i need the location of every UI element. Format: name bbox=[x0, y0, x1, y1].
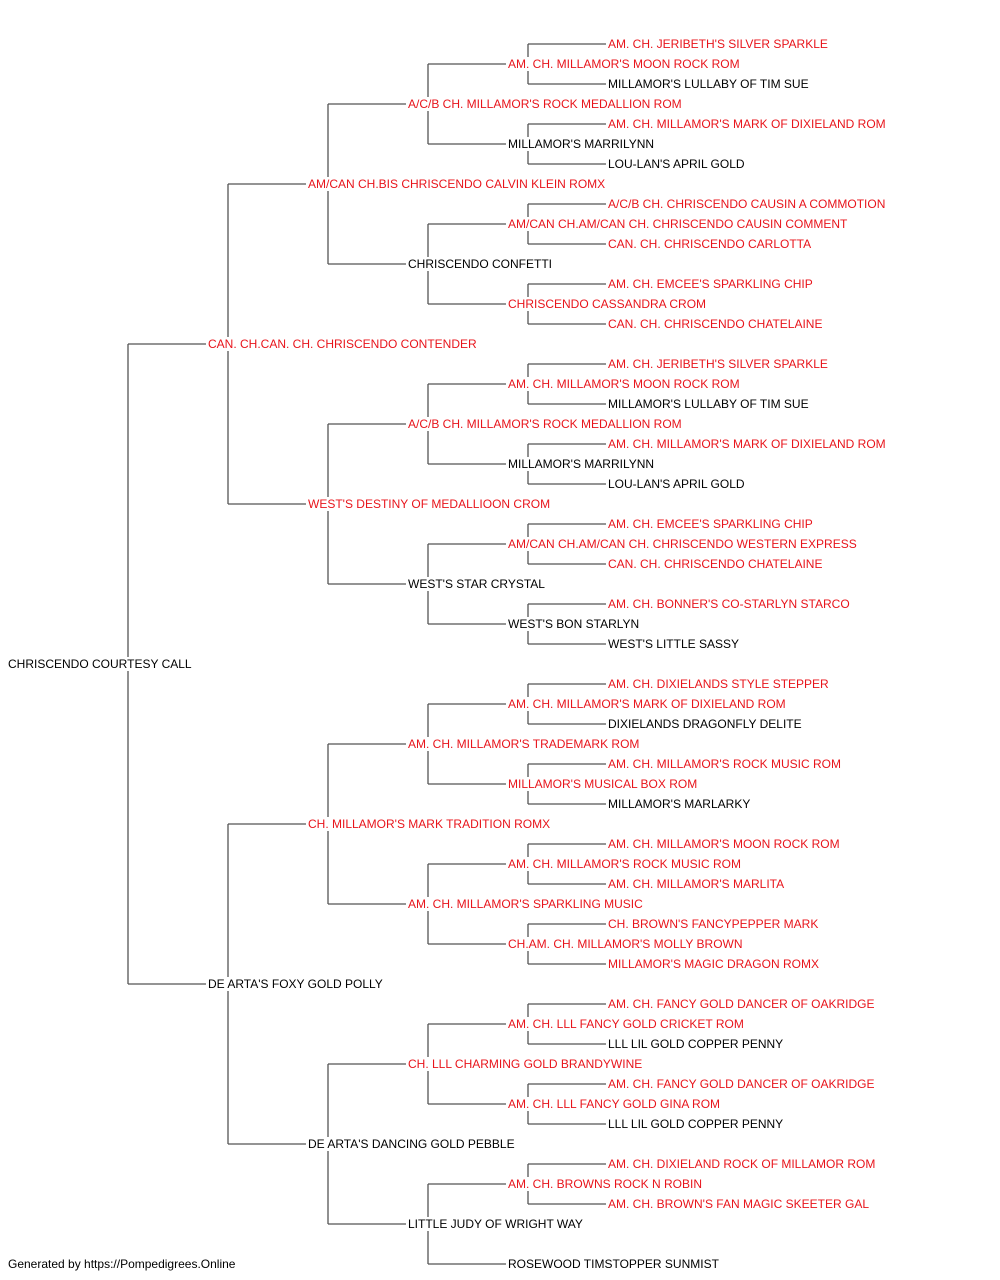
pedigree-node-gen5-sire: AM. CH. MILLAMOR'S MARK OF DIXIELAND ROM bbox=[606, 437, 888, 451]
pedigree-node-gen5-dam: CAN. CH. CHRISCENDO CHATELAINE bbox=[606, 557, 825, 571]
pedigree-node-gen5-dam: AM. CH. MILLAMOR'S MARLITA bbox=[606, 877, 787, 891]
pedigree-node-gen4-sire: AM. CH. BROWNS ROCK N ROBIN bbox=[506, 1177, 705, 1191]
pedigree-node-gen5-sire: CH. BROWN'S FANCYPEPPER MARK bbox=[606, 917, 821, 931]
pedigree-node-gen5-sire: AM. CH. EMCEE'S SPARKLING CHIP bbox=[606, 517, 815, 531]
pedigree-node-gen4-dam: ROSEWOOD TIMSTOPPER SUNMIST bbox=[506, 1257, 721, 1271]
pedigree-node-gen4-sire: AM/CAN CH.AM/CAN CH. CHRISCENDO WESTERN … bbox=[506, 537, 859, 551]
pedigree-node-gen5-sire: AM. CH. DIXIELANDS STYLE STEPPER bbox=[606, 677, 831, 691]
pedigree-node-gen4-dam: WEST'S BON STARLYN bbox=[506, 617, 642, 631]
pedigree-node-gen3-sire: A/C/B CH. MILLAMOR'S ROCK MEDALLION ROM bbox=[406, 97, 684, 111]
pedigree-node-gen1-dam: DE ARTA'S FOXY GOLD POLLY bbox=[206, 977, 385, 991]
pedigree-node-gen3-sire: A/C/B CH. MILLAMOR'S ROCK MEDALLION ROM bbox=[406, 417, 684, 431]
pedigree-node-gen2-dam: DE ARTA'S DANCING GOLD PEBBLE bbox=[306, 1137, 517, 1151]
pedigree-node-gen5-dam: MILLAMOR'S LULLABY OF TIM SUE bbox=[606, 77, 811, 91]
pedigree-node-gen5-dam: LOU-LAN'S APRIL GOLD bbox=[606, 157, 747, 171]
pedigree-node-gen5-dam: WEST'S LITTLE SASSY bbox=[606, 637, 741, 651]
pedigree-node-gen5-dam: LOU-LAN'S APRIL GOLD bbox=[606, 477, 747, 491]
pedigree-node-gen5-dam: AM. CH. BROWN'S FAN MAGIC SKEETER GAL bbox=[606, 1197, 871, 1211]
pedigree-node-gen5-dam: MILLAMOR'S MAGIC DRAGON ROMX bbox=[606, 957, 821, 971]
pedigree-node-gen3-dam: LITTLE JUDY OF WRIGHT WAY bbox=[406, 1217, 585, 1231]
pedigree-node-gen4-sire: AM/CAN CH.AM/CAN CH. CHRISCENDO CAUSIN C… bbox=[506, 217, 850, 231]
pedigree-node-gen4-sire: AM. CH. MILLAMOR'S MOON ROCK ROM bbox=[506, 377, 742, 391]
pedigree-node-gen2-sire: CH. MILLAMOR'S MARK TRADITION ROMX bbox=[306, 817, 553, 831]
pedigree-node-gen5-dam: LLL LIL GOLD COPPER PENNY bbox=[606, 1117, 786, 1131]
pedigree-node-gen4-sire: AM. CH. LLL FANCY GOLD CRICKET ROM bbox=[506, 1017, 746, 1031]
pedigree-node-gen5-sire: AM. CH. DIXIELAND ROCK OF MILLAMOR ROM bbox=[606, 1157, 878, 1171]
pedigree-node-gen5-dam: DIXIELANDS DRAGONFLY DELITE bbox=[606, 717, 804, 731]
pedigree-node-gen5-dam: LLL LIL GOLD COPPER PENNY bbox=[606, 1037, 786, 1051]
pedigree-node-gen3-dam: CHRISCENDO CONFETTI bbox=[406, 257, 554, 271]
pedigree-node-gen5-sire: AM. CH. JERIBETH'S SILVER SPARKLE bbox=[606, 37, 830, 51]
pedigree-node-gen5-sire: AM. CH. JERIBETH'S SILVER SPARKLE bbox=[606, 357, 830, 371]
pedigree-node-gen5-sire: AM. CH. BONNER'S CO-STARLYN STARCO bbox=[606, 597, 852, 611]
pedigree-node-gen5-dam: MILLAMOR'S LULLABY OF TIM SUE bbox=[606, 397, 811, 411]
pedigree-node-gen5-sire: AM. CH. FANCY GOLD DANCER OF OAKRIDGE bbox=[606, 997, 877, 1011]
pedigree-node-gen5-sire: AM. CH. FANCY GOLD DANCER OF OAKRIDGE bbox=[606, 1077, 877, 1091]
pedigree-node-gen3-dam: AM. CH. MILLAMOR'S SPARKLING MUSIC bbox=[406, 897, 645, 911]
pedigree-node-gen4-dam: MILLAMOR'S MARRILYNN bbox=[506, 137, 657, 151]
pedigree-node-gen5-dam: CAN. CH. CHRISCENDO CHATELAINE bbox=[606, 317, 825, 331]
pedigree-node-gen4-dam: MILLAMOR'S MUSICAL BOX ROM bbox=[506, 777, 700, 791]
pedigree-node-gen5-sire: A/C/B CH. CHRISCENDO CAUSIN A COMMOTION bbox=[606, 197, 888, 211]
pedigree-node-gen5-dam: MILLAMOR'S MARLARKY bbox=[606, 797, 753, 811]
pedigree-node-gen4-dam: AM. CH. LLL FANCY GOLD GINA ROM bbox=[506, 1097, 723, 1111]
pedigree-node-gen1-sire: CAN. CH.CAN. CH. CHRISCENDO CONTENDER bbox=[206, 337, 479, 351]
pedigree-node-gen4-dam: MILLAMOR'S MARRILYNN bbox=[506, 457, 657, 471]
pedigree-node-gen2-sire: AM/CAN CH.BIS CHRISCENDO CALVIN KLEIN RO… bbox=[306, 177, 608, 191]
pedigree-node-gen5-sire: AM. CH. MILLAMOR'S ROCK MUSIC ROM bbox=[606, 757, 843, 771]
pedigree-node-gen3-dam: WEST'S STAR CRYSTAL bbox=[406, 577, 547, 591]
pedigree-node-gen4-sire: AM. CH. MILLAMOR'S MARK OF DIXIELAND ROM bbox=[506, 697, 788, 711]
pedigree-node-gen0-subject: CHRISCENDO COURTESY CALL bbox=[6, 657, 194, 671]
pedigree-node-gen4-sire: AM. CH. MILLAMOR'S MOON ROCK ROM bbox=[506, 57, 742, 71]
pedigree-node-gen5-sire: AM. CH. MILLAMOR'S MARK OF DIXIELAND ROM bbox=[606, 117, 888, 131]
pedigree-node-gen4-sire: AM. CH. MILLAMOR'S ROCK MUSIC ROM bbox=[506, 857, 743, 871]
pedigree-node-gen4-dam: CHRISCENDO CASSANDRA CROM bbox=[506, 297, 709, 311]
footer-credit: Generated by https://Pompedigrees.Online bbox=[8, 1257, 236, 1271]
pedigree-node-gen3-sire: AM. CH. MILLAMOR'S TRADEMARK ROM bbox=[406, 737, 642, 751]
pedigree-node-gen3-sire: CH. LLL CHARMING GOLD BRANDYWINE bbox=[406, 1057, 645, 1071]
pedigree-node-gen5-dam: CAN. CH. CHRISCENDO CARLOTTA bbox=[606, 237, 814, 251]
pedigree-node-gen5-sire: AM. CH. MILLAMOR'S MOON ROCK ROM bbox=[606, 837, 842, 851]
pedigree-node-gen4-dam: CH.AM. CH. MILLAMOR'S MOLLY BROWN bbox=[506, 937, 745, 951]
pedigree-node-gen2-dam: WEST'S DESTINY OF MEDALLIOON CROM bbox=[306, 497, 553, 511]
pedigree-node-gen5-sire: AM. CH. EMCEE'S SPARKLING CHIP bbox=[606, 277, 815, 291]
